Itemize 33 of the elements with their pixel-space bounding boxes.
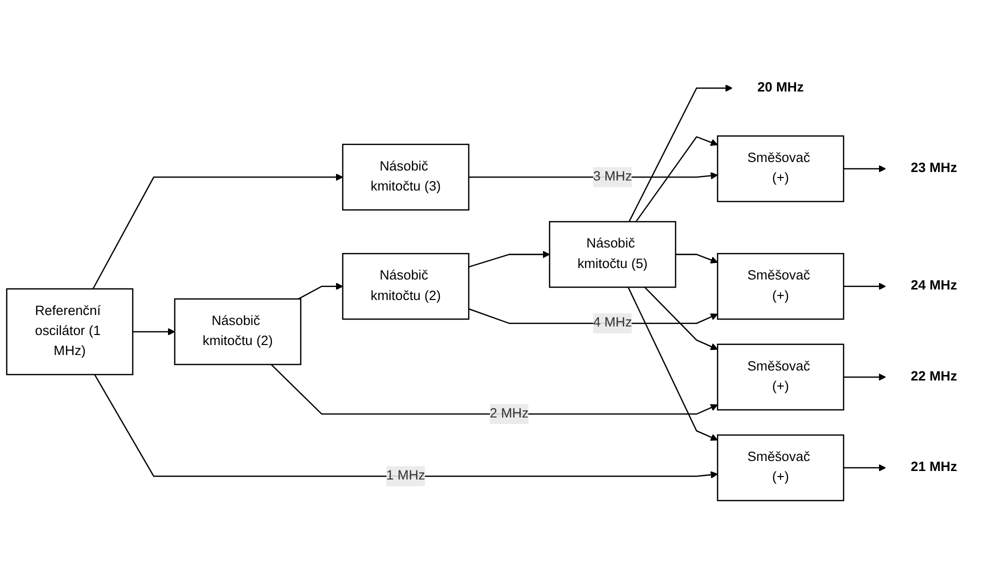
arrow (468, 250, 550, 268)
node-box: Směšovač (+) (716, 135, 844, 202)
arrow (644, 286, 718, 350)
arrow (270, 364, 718, 415)
node-box: Násobič kmitočtu (5) (548, 221, 676, 288)
node-text: 24 MHz (910, 278, 958, 294)
arrow (635, 136, 718, 222)
edge-label: 2 MHz (490, 406, 529, 421)
node-box: Směšovač (+) (716, 252, 844, 320)
node-box: Násobič kmitočtu (2) (174, 298, 302, 366)
arrow (628, 84, 733, 222)
arrow (94, 374, 718, 478)
node-text: 20 MHz (757, 80, 804, 95)
node-box: Násobič kmitočtu (3) (342, 144, 470, 211)
edge-label: 3 MHz (593, 170, 632, 184)
edge-label: 4 MHz (593, 316, 632, 330)
edge-label: 1 MHz (386, 468, 426, 483)
node-text: 23 MHz (910, 161, 958, 176)
node-box: Směšovač (+) (716, 344, 844, 410)
node-box: Násobič kmitočtu (2) (342, 252, 470, 320)
arrow (844, 282, 886, 290)
arrow (132, 328, 176, 336)
arrow (92, 173, 344, 290)
node-box: Směšovač (+) (716, 434, 844, 502)
arrow (844, 165, 886, 172)
arrow (844, 464, 886, 472)
arrow (628, 286, 718, 441)
arrow (298, 282, 344, 300)
node-text: 21 MHz (910, 460, 958, 475)
arrow (844, 373, 886, 381)
node-text: 22 MHz (910, 370, 958, 384)
node-box: Referenční oscilátor (1 MHz) (6, 288, 134, 376)
arrow (676, 254, 718, 264)
